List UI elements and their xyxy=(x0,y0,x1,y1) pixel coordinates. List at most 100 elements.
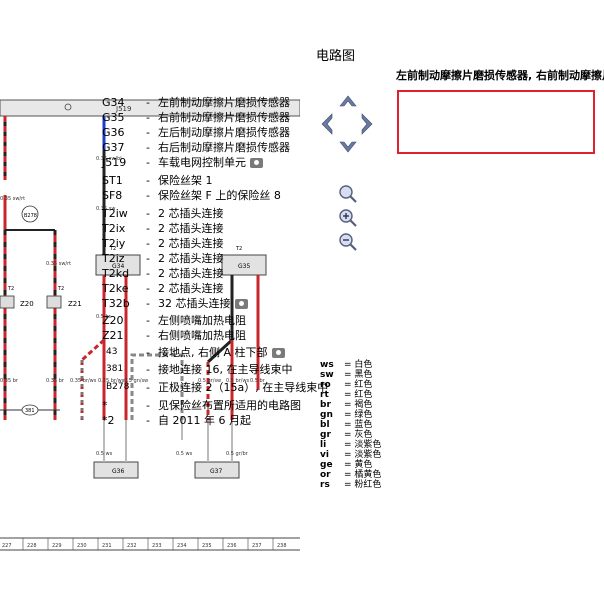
wire-color-name: = 黄色 xyxy=(344,460,373,470)
camera-icon[interactable] xyxy=(250,158,263,168)
camera-icon[interactable] xyxy=(234,299,248,309)
wire-color-name: = 淡紫色 xyxy=(344,440,382,450)
zoom-out-icon[interactable] xyxy=(339,233,357,251)
wire-color-name: = 淡紫色 xyxy=(344,450,382,460)
legend-code: B278 xyxy=(106,382,130,392)
wire-label-5: 0.35 sw/rt xyxy=(0,196,25,202)
g34-box xyxy=(95,254,141,276)
legend-code: T2iw xyxy=(102,207,128,220)
legend-code: 43 xyxy=(106,347,118,357)
g37-label: G37 xyxy=(210,468,222,475)
scale-number: 229 xyxy=(52,543,62,549)
wire-color-name-text: 粉红色 xyxy=(354,480,382,490)
legend-code: T32b xyxy=(102,297,130,310)
legend-code: T2iz xyxy=(102,252,125,265)
legend-description-text: 接地点, 右侧 A 柱下部 xyxy=(158,346,268,359)
legend-dash: - xyxy=(146,414,150,427)
wire-color-name-text: 红色 xyxy=(354,390,373,400)
legend-code: Z20 xyxy=(102,314,124,327)
g34-label: G34 xyxy=(112,263,124,270)
wire-color-code: ro xyxy=(320,380,331,390)
scale-number: 235 xyxy=(202,543,212,549)
ground-381 xyxy=(21,404,39,416)
wire-color-name-text: 蓝色 xyxy=(354,420,373,430)
nav-down-icon[interactable] xyxy=(339,141,357,153)
wire-color-name-text: 灰色 xyxy=(354,430,373,440)
legend-dash: - xyxy=(146,237,150,250)
legend-description: 2 芯插头连接 xyxy=(158,251,224,266)
circuit-diagram[interactable]: J519 B278 Z20 Z21 381 G34 G35 G36 G37 xyxy=(0,0,300,614)
wire-label-1: 0.35 sw/bl xyxy=(96,156,122,162)
wire-label-8: 0.35 br xyxy=(46,378,65,384)
nav-left-icon[interactable] xyxy=(321,113,333,135)
legend-description-text: 2 芯插头连接 xyxy=(158,267,224,280)
wire-color-code: bl xyxy=(320,420,330,430)
legend-description-text: 保险丝架 F 上的保险丝 8 xyxy=(158,189,281,202)
legend-description-text: 正极连接 2（15a）, 在主导线束中 xyxy=(158,381,329,394)
legend-description-text: 2 芯插头连接 xyxy=(158,252,224,265)
nav-right-icon[interactable] xyxy=(361,113,373,135)
legend-description: 32 芯插头连接 xyxy=(158,296,248,311)
wire-color-code: br xyxy=(320,400,331,410)
wire-label-4: 0.5 ws xyxy=(96,451,113,457)
legend-dash: - xyxy=(146,126,150,139)
legend-description-text: 右前制动摩擦片磨损传感器 xyxy=(158,111,290,124)
legend-dash: - xyxy=(146,399,150,412)
j519-label: J519 xyxy=(115,105,131,113)
scale-number: 237 xyxy=(252,543,262,549)
legend-description: 保险丝架 1 xyxy=(158,173,213,188)
legend-description: 2 芯插头连接 xyxy=(158,221,224,236)
wire-color-name-text: 褐色 xyxy=(354,400,373,410)
wire-label-16: 0.5 br xyxy=(250,378,266,384)
g35-label: G35 xyxy=(238,263,250,270)
legend-code: G36 xyxy=(102,126,125,139)
legend-dash: - xyxy=(146,381,150,394)
wire-label-3: 0.5 br xyxy=(96,314,112,320)
legend-description: 2 芯插头连接 xyxy=(158,236,224,251)
legend-description: 右前制动摩擦片磨损传感器 xyxy=(158,110,290,125)
legend-description-text: 右后制动摩擦片磨损传感器 xyxy=(158,141,290,154)
page-title: 电路图 xyxy=(316,49,356,64)
legend-description-text: 2 芯插头连接 xyxy=(158,207,224,220)
legend-description-text: 见保险丝布置所适用的电路图 xyxy=(158,399,301,412)
wire-color-name: = 褐色 xyxy=(344,400,373,410)
wire-color-code: vi xyxy=(320,450,329,460)
legend-code: SF8 xyxy=(102,189,123,202)
legend-dash: - xyxy=(146,189,150,202)
legend-code: T2iy xyxy=(102,237,126,250)
legend-dash: - xyxy=(146,363,150,376)
scale-number: 227 xyxy=(2,543,12,549)
scale-number: 230 xyxy=(77,543,87,549)
legend-description: 2 芯插头连接 xyxy=(158,281,224,296)
legend-description: 左后制动摩擦片磨损传感器 xyxy=(158,125,290,140)
zoom-in-icon[interactable] xyxy=(339,209,357,227)
legend-code: *2 xyxy=(102,414,115,427)
scale-number: 234 xyxy=(177,543,187,549)
pin-label-4: T2 xyxy=(57,286,64,292)
wire-color-code: li xyxy=(320,440,327,450)
wire-color-name: = 蓝色 xyxy=(344,420,373,430)
wire-color-code: ge xyxy=(320,460,333,470)
wire-color-name: = 黑色 xyxy=(344,370,373,380)
scale-number: 233 xyxy=(152,543,162,549)
wire-color-name: = 红色 xyxy=(344,390,373,400)
scale-number: 232 xyxy=(127,543,137,549)
legend-description: 正极连接 2（15a）, 在主导线束中 xyxy=(158,380,328,395)
wire-color-name-text: 淡紫色 xyxy=(354,440,382,450)
legend-description: 2 芯插头连接 xyxy=(158,206,224,221)
wire-color-code: gn xyxy=(320,410,333,420)
legend-description: 左前制动摩擦片磨损传感器 xyxy=(158,95,290,110)
nav-up-icon[interactable] xyxy=(339,95,357,107)
legend-description-text: 右侧喷嘴加热电阻 xyxy=(158,329,246,342)
legend-description-text: 左前制动摩擦片磨损传感器 xyxy=(158,96,290,109)
zoom-fit-icon[interactable] xyxy=(339,185,357,203)
legend-code: T2ke xyxy=(102,282,129,295)
wire-label-15: 0.5 br/ws xyxy=(226,378,250,384)
legend-description: 见保险丝布置所适用的电路图 xyxy=(158,398,301,413)
b278-label: B278 xyxy=(24,213,37,219)
legend-dash: - xyxy=(146,314,150,327)
scale-number: 238 xyxy=(277,543,287,549)
legend-description-text: 保险丝架 1 xyxy=(158,174,213,187)
camera-icon[interactable] xyxy=(271,348,285,358)
